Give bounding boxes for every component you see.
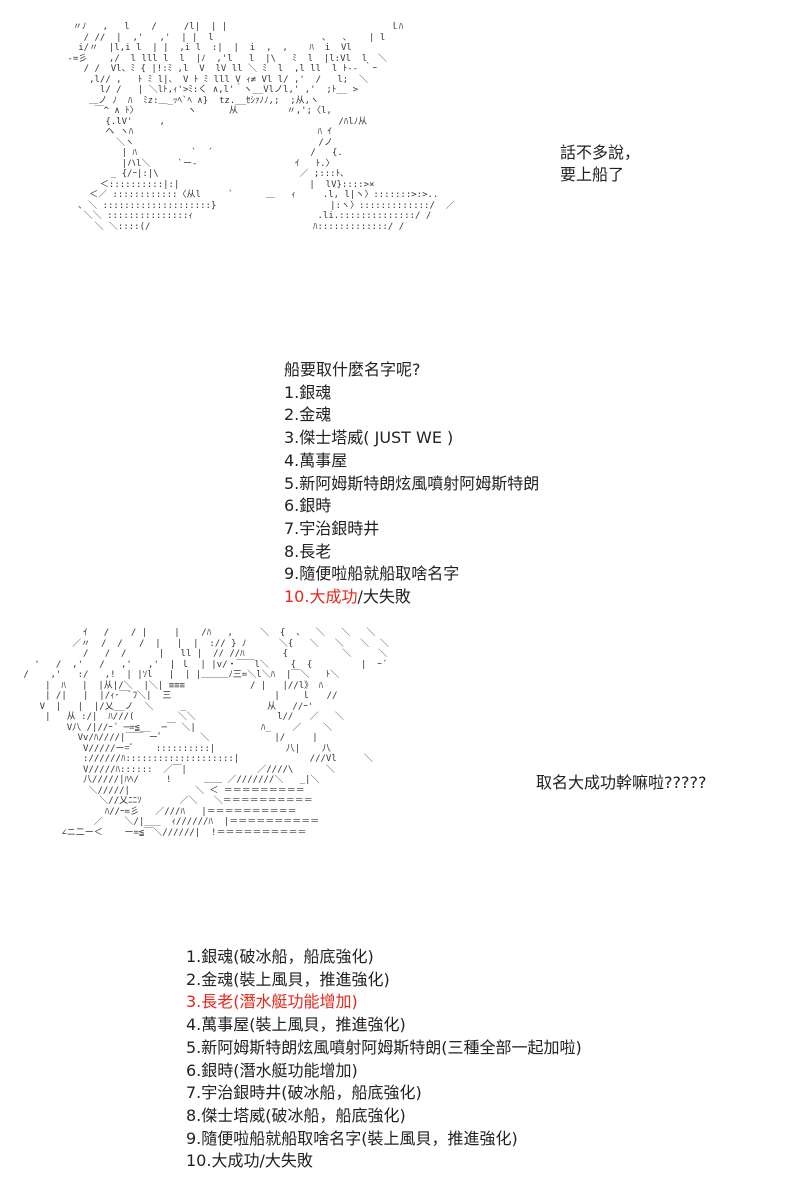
- ascii-art-character-2: ｲ / / | | /ﾊ , ＼ { 、 ＼ ＼ ＼ ／〃 / / / | | …: [23, 628, 389, 838]
- poll-option: 6.銀時: [284, 496, 332, 516]
- speech-line: 取名大成功幹嘛啦?????: [536, 773, 707, 792]
- poll-option-roll: 10.大成功/大失敗: [284, 586, 539, 609]
- upgrade-option: 1.銀魂(破冰船，船底強化): [186, 947, 374, 966]
- poll-option: 7.宇治銀時井: [284, 518, 380, 538]
- speech-text-2: 取名大成功幹嘛啦?????: [536, 772, 706, 794]
- upgrade-option: 8.傑士塔威(破冰船，船底強化): [186, 1105, 406, 1125]
- poll-option: 3.傑士塔威( JUST WE ): [284, 428, 454, 448]
- ship-name-poll: 船要取什麼名字呢? 1.銀魂 2.金魂 3.傑士塔威( JUST WE ) 4.…: [284, 359, 539, 609]
- poll-option: 2.金魂: [284, 405, 332, 425]
- upgrade-option: 2.金魂(裝上風貝，推進強化): [186, 969, 390, 989]
- poll-option: 4.萬事屋: [284, 450, 348, 470]
- speech-line: 話不多說，: [560, 143, 641, 162]
- ship-upgrade-list: 1.銀魂(破冰船，船底強化) 2.金魂(裝上風貝，推進強化) 3.長老(潛水艇功…: [186, 946, 582, 1173]
- upgrade-option: 6.銀時(潛水艇功能增加): [186, 1060, 358, 1080]
- ascii-art-character-1: 〃ﾉ , l / /l| | | ｌﾊ / // | ,' ,' | | l ､…: [67, 22, 455, 232]
- speech-line: 要上船了: [560, 165, 625, 184]
- upgrade-option: 9.隨便啦船就船取啥名字(裝上風貝，推進強化): [186, 1128, 518, 1148]
- poll-option: 1.銀魂: [284, 382, 332, 402]
- upgrade-option: 5.新阿姆斯特朗炫風噴射阿姆斯特朗(三種全部一起加啦): [186, 1037, 582, 1057]
- speech-text-1: 話不多說， 要上船了: [560, 142, 640, 186]
- poll-question: 船要取什麼名字呢?: [284, 360, 421, 379]
- upgrade-option: 7.宇治銀時井(破冰船，船底強化): [186, 1083, 422, 1103]
- poll-option: 5.新阿姆斯特朗炫風噴射阿姆斯特朗: [284, 473, 540, 493]
- roll-result-highlight: 10.大成功: [284, 587, 358, 607]
- roll-result-rest: /大失敗: [357, 587, 411, 607]
- upgrade-option: 10.大成功/大失敗: [186, 1151, 313, 1171]
- poll-option: 9.隨便啦船就船取啥名字: [284, 564, 460, 584]
- upgrade-option-highlighted: 3.長老(潛水艇功能增加): [186, 992, 358, 1012]
- upgrade-option: 4.萬事屋(裝上風貝，推進強化): [186, 1015, 406, 1035]
- poll-option: 8.長老: [284, 541, 332, 561]
